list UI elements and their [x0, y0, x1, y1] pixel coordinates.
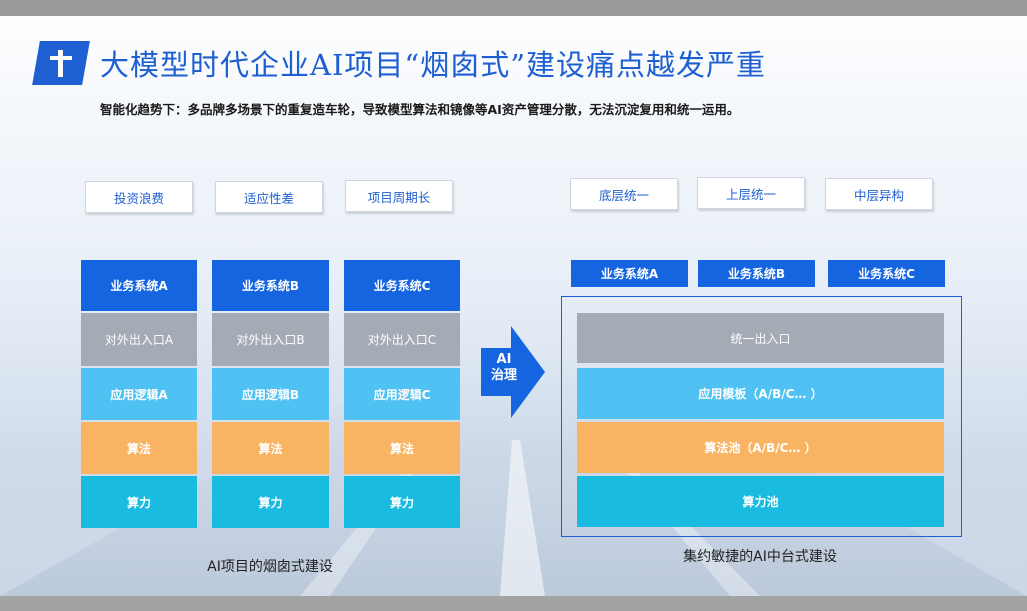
column-a-algo: 算法 — [81, 422, 197, 474]
tag-top-unified: 上层统一 — [697, 177, 805, 209]
column-b-algo: 算法 — [212, 422, 329, 474]
ai-governance-line1: AI — [496, 352, 512, 367]
ai-governance-label: AI 治理 — [481, 352, 527, 384]
t-logo-icon — [50, 50, 72, 77]
compute-pool-layer: 算力池 — [577, 476, 944, 527]
right-system-c: 业务系统C — [828, 260, 945, 287]
column-c-system: 业务系统C — [344, 260, 460, 311]
right-arrow-icon — [481, 326, 545, 418]
column-c-compute: 算力 — [344, 476, 460, 528]
app-template-layer: 应用模板（A/B/C… ） — [577, 368, 944, 419]
column-a-io: 对外出入口A — [81, 313, 197, 366]
tag-investment-waste: 投资浪费 — [85, 181, 193, 213]
tag-bottom-unified: 底层统一 — [570, 178, 678, 210]
ai-governance-line2: 治理 — [490, 368, 517, 383]
column-a-compute: 算力 — [81, 476, 197, 528]
top-bar — [0, 0, 1027, 16]
algo-pool-layer: 算法池（A/B/C… ） — [577, 422, 944, 473]
page-subtitle: 智能化趋势下：多品牌多场景下的重复造车轮，导致模型算法和镜像等AI资产管理分散，… — [100, 102, 740, 117]
tag-poor-adaptability: 适应性差 — [215, 181, 323, 213]
page-title: 大模型时代企业AI项目“烟囱式”建设痛点越发严重 — [100, 48, 767, 82]
right-system-a: 业务系统A — [571, 260, 688, 287]
right-caption: 集约敏捷的AI中台式建设 — [683, 549, 837, 565]
tag-long-cycle: 项目周期长 — [345, 180, 453, 212]
column-b-app: 应用逻辑B — [212, 368, 329, 420]
column-c-app: 应用逻辑C — [344, 368, 460, 420]
right-system-b: 业务系统B — [698, 260, 815, 287]
column-c-io: 对外出入口C — [344, 313, 460, 366]
column-a-app: 应用逻辑A — [81, 368, 197, 420]
left-caption: AI项目的烟囱式建设 — [207, 559, 333, 575]
middle-platform-frame — [561, 296, 962, 537]
column-b-system: 业务系统B — [212, 260, 329, 311]
logo — [32, 41, 90, 85]
column-c-algo: 算法 — [344, 422, 460, 474]
bottom-bar — [0, 596, 1027, 611]
column-b-compute: 算力 — [212, 476, 329, 528]
tag-middle-heterogeneous: 中层异构 — [825, 178, 933, 210]
unified-io-layer: 统一出入口 — [577, 313, 944, 363]
column-b-io: 对外出入口B — [212, 313, 329, 366]
column-a-system: 业务系统A — [81, 260, 197, 311]
